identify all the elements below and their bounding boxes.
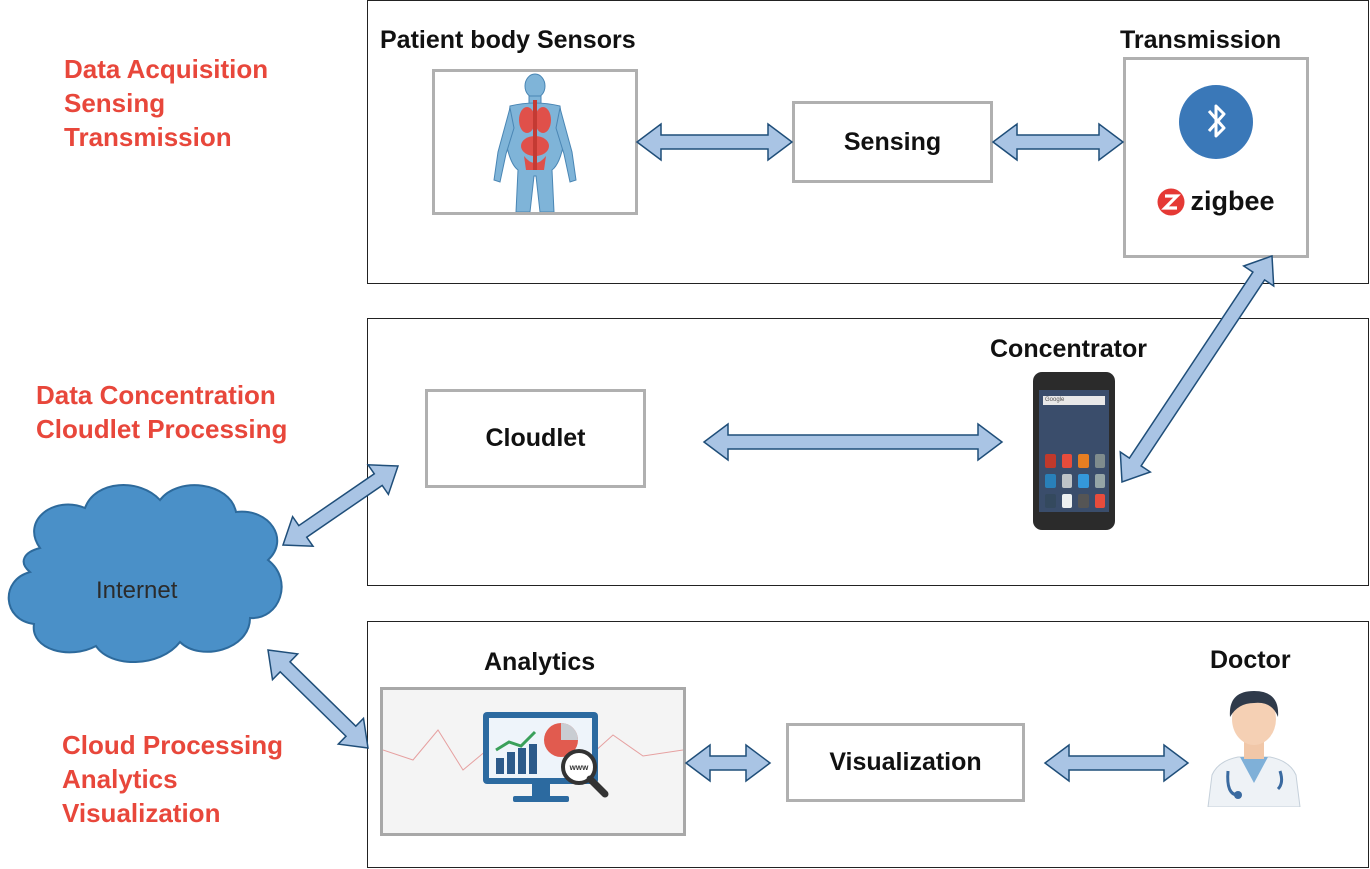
stage-cloud: Cloud Processing Analytics Visualization bbox=[62, 728, 283, 830]
app-icon bbox=[1045, 494, 1056, 508]
app-icon bbox=[1094, 454, 1105, 468]
analytics-dashboard-icon: www bbox=[383, 712, 683, 802]
phone-screen: Google bbox=[1039, 390, 1109, 512]
app-icon bbox=[1078, 494, 1089, 508]
stage-acquisition-line2: Sensing bbox=[64, 88, 166, 118]
analytics-box: www bbox=[380, 687, 686, 836]
zigbee-icon bbox=[1157, 188, 1185, 215]
doctor-icon bbox=[1198, 683, 1310, 808]
app-icon bbox=[1061, 454, 1072, 468]
www-label: www bbox=[569, 763, 589, 772]
stage-concentration-line1: Data Concentration bbox=[36, 380, 276, 410]
visualization-box: Visualization bbox=[786, 723, 1025, 802]
bluetooth-icon bbox=[1179, 85, 1253, 159]
app-icon bbox=[1061, 494, 1072, 508]
arrow-analytics-visualization bbox=[684, 743, 772, 783]
doctor-avatar-icon bbox=[1207, 691, 1301, 808]
zigbee-logo: zigbee bbox=[1157, 186, 1275, 217]
stage-cloud-line1: Cloud Processing bbox=[62, 730, 284, 760]
app-icon bbox=[1045, 474, 1056, 488]
arrow-internet-cloudlet bbox=[281, 463, 400, 548]
arrow-transmission-concentrator bbox=[1119, 254, 1275, 484]
stage-acquisition-line3: Transmission bbox=[64, 122, 232, 152]
app-icon bbox=[1078, 474, 1089, 488]
app-icon bbox=[1061, 474, 1072, 488]
arrow-visualization-doctor bbox=[1043, 743, 1190, 783]
stage-acquisition: Data Acquisition Sensing Transmission bbox=[64, 52, 268, 154]
internet-label: Internet bbox=[96, 577, 178, 604]
sensing-box: Sensing bbox=[792, 101, 993, 183]
arrow-sensors-sensing bbox=[635, 122, 794, 162]
doctor-heading: Doctor bbox=[1210, 646, 1291, 674]
phone-search-bar: Google bbox=[1043, 396, 1105, 405]
stage-acquisition-line1: Data Acquisition bbox=[64, 54, 269, 84]
body-sensors-box bbox=[432, 69, 638, 215]
transmission-box: zigbee bbox=[1123, 57, 1309, 258]
concentrator-phone-icon: Google bbox=[1033, 372, 1115, 530]
arrow-internet-analytics bbox=[267, 649, 369, 749]
arrow-cloudlet-concentrator bbox=[702, 422, 1004, 462]
app-icon bbox=[1094, 474, 1105, 488]
phone-app-grid bbox=[1045, 454, 1105, 508]
app-icon bbox=[1045, 454, 1056, 468]
arrow-sensing-transmission bbox=[991, 122, 1125, 162]
app-icon bbox=[1094, 494, 1105, 508]
stage-cloud-line2: Analytics bbox=[62, 764, 178, 794]
zigbee-label: zigbee bbox=[1190, 186, 1275, 216]
app-icon bbox=[1078, 454, 1089, 468]
stage-concentration-line2: Cloudlet Processing bbox=[36, 414, 288, 444]
transmission-heading: Transmission bbox=[1120, 26, 1282, 54]
concentrator-heading: Concentrator bbox=[990, 335, 1147, 363]
sensors-heading: Patient body Sensors bbox=[380, 26, 636, 54]
stage-concentration: Data Concentration Cloudlet Processing bbox=[36, 378, 287, 446]
cloudlet-box: Cloudlet bbox=[425, 389, 646, 488]
human-body-icon bbox=[493, 73, 577, 212]
stage-cloud-line3: Visualization bbox=[62, 798, 221, 828]
analytics-heading: Analytics bbox=[484, 648, 596, 676]
